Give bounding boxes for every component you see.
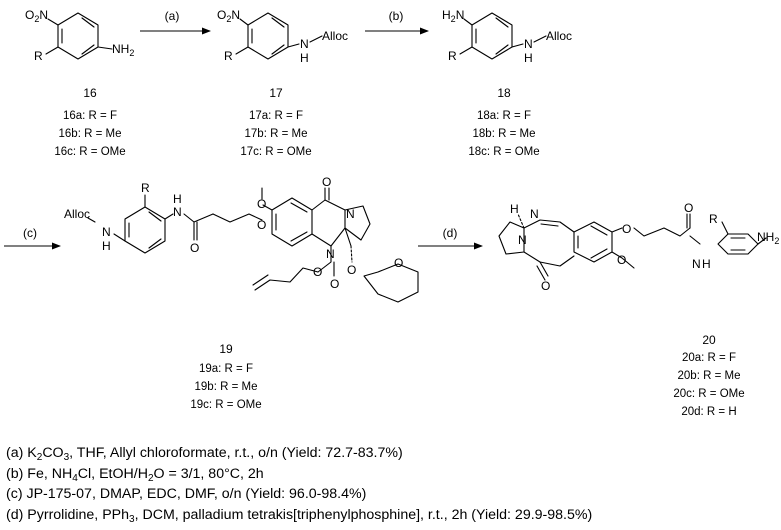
arrow-label-c: (c) <box>23 226 37 240</box>
nitro-group-label: O2N <box>217 8 240 24</box>
compound-number: 16 <box>83 86 97 100</box>
carbamate-n-label: N <box>300 37 309 51</box>
carbonyl-oxygen-label: O <box>541 279 550 293</box>
reaction-arrow-c: (c) <box>4 226 61 250</box>
variant-label: 20a: R = F <box>682 352 736 364</box>
compound-number: 20 <box>702 333 716 347</box>
alloc-label: Alloc <box>64 207 90 221</box>
variant-label: 18a: R = F <box>477 110 531 122</box>
reaction-arrow-d: (d) <box>418 226 483 250</box>
variant-label: 17c: R = OMe <box>240 146 311 158</box>
variant-label: 18c: R = OMe <box>468 146 539 158</box>
amide-n-label: N <box>692 257 701 271</box>
carbamate-h-label: H <box>102 239 111 253</box>
amine-group-label: NH2 <box>112 42 134 58</box>
amine-group-label: H2N <box>442 8 464 24</box>
reaction-conditions: (a) K2CO3, THF, Allyl chloroformate, r.t… <box>6 443 592 525</box>
compound-20-structure: H N N O O O O N H R NH2 <box>498 201 779 293</box>
compound-19-labels: 19 19a: R = F 19b: R = Me 19c: R = OMe <box>190 342 261 411</box>
condition-d: (d) Pyrrolidine, PPh3, DCM, palladium te… <box>6 506 593 525</box>
condition-a: (a) K2CO3, THF, Allyl chloroformate, r.t… <box>6 445 403 463</box>
variant-label: 19c: R = OMe <box>190 399 261 411</box>
stereo-h-label: H <box>510 202 519 216</box>
compound-19-structure: R Alloc N H N H O O O O N N O O O O <box>64 175 419 303</box>
variant-label: 19a: R = F <box>199 363 253 375</box>
amide-h-label: H <box>702 257 711 271</box>
carbamate-h-label: H <box>524 51 533 65</box>
compound-number: 19 <box>219 342 233 356</box>
compound-16-labels: 16 16a: R = F 16b: R = Me 16c: R = OMe <box>54 86 125 158</box>
methoxy-oxygen-label: O <box>257 197 266 211</box>
carbamate-oxygen-label: O <box>330 277 339 291</box>
ether-oxygen-label: O <box>622 222 631 236</box>
arrow-label-b: (b) <box>389 9 404 23</box>
r-substituent-label: R <box>709 212 718 226</box>
condition-b: (b) Fe, NH4Cl, EtOH/H2O = 3/1, 80°C, 2h <box>6 465 264 484</box>
carbamate-h-label: H <box>300 51 309 65</box>
amide-h-label: H <box>173 192 182 206</box>
compound-17-structure: O2N R N H Alloc <box>217 8 348 65</box>
diazepine-n-label: N <box>326 247 335 261</box>
reaction-arrow-a: (a) <box>140 9 211 35</box>
amide-n-label: N <box>173 205 182 219</box>
r-substituent-label: R <box>448 49 457 63</box>
reaction-arrow-b: (b) <box>365 9 429 35</box>
r-substituent-label: R <box>34 49 43 63</box>
nitro-group-label: O2N <box>25 8 48 24</box>
arrow-label-d: (d) <box>443 226 458 240</box>
variant-label: 18b: R = Me <box>473 128 536 140</box>
amide-oxygen-label: O <box>684 201 693 215</box>
compound-20-labels: 20 20a: R = F 20b: R = Me 20c: R = OMe 2… <box>673 333 744 418</box>
alloc-label: Alloc <box>546 29 572 43</box>
compound-18-labels: 18 18a: R = F 18b: R = Me 18c: R = OMe <box>468 86 539 158</box>
amine-group-label: NH2 <box>757 230 779 246</box>
imine-n-label: N <box>530 207 539 221</box>
ether-oxygen-label: O <box>257 218 266 232</box>
variant-label: 20c: R = OMe <box>673 388 744 400</box>
variant-label: 19b: R = Me <box>195 381 258 393</box>
thp-ether-oxygen-label: O <box>347 263 356 277</box>
reaction-scheme: O2N R NH2 16 16a: R = F 16b: R = Me 16c:… <box>4 8 779 418</box>
compound-17-labels: 17 17a: R = F 17b: R = Me 17c: R = OMe <box>240 86 311 158</box>
arrow-label-a: (a) <box>165 9 180 23</box>
pyrrolidine-n-label: N <box>518 233 527 247</box>
methoxy-oxygen-label: O <box>617 253 626 267</box>
variant-label: 16a: R = F <box>63 110 117 122</box>
variant-label: 17a: R = F <box>249 110 303 122</box>
thp-ring-oxygen-label: O <box>394 256 403 270</box>
variant-label: 20b: R = Me <box>678 370 741 382</box>
variant-label: 16b: R = Me <box>59 128 122 140</box>
r-substituent-label: R <box>224 49 233 63</box>
compound-number: 17 <box>269 86 283 100</box>
compound-16-structure: O2N R NH2 <box>25 8 134 63</box>
variant-label: 17b: R = Me <box>245 128 308 140</box>
carbamate-n-label: N <box>524 37 533 51</box>
condition-c: (c) JP-175-07, DMAP, EDC, DMF, o/n (Yiel… <box>6 486 367 503</box>
allyl-oxygen-label: O <box>313 265 322 279</box>
pyrrolidine-n-label: N <box>346 207 355 221</box>
variant-label: 20d: R = H <box>681 406 736 418</box>
compound-18-structure: H2N R N H Alloc <box>442 8 572 65</box>
carbamate-n-label: N <box>102 225 111 239</box>
compound-number: 18 <box>497 86 511 100</box>
r-substituent-label: R <box>141 181 150 195</box>
carbonyl-oxygen-label: O <box>322 175 331 189</box>
amide-oxygen-label: O <box>190 241 199 255</box>
alloc-label: Alloc <box>322 29 348 43</box>
variant-label: 16c: R = OMe <box>54 146 125 158</box>
